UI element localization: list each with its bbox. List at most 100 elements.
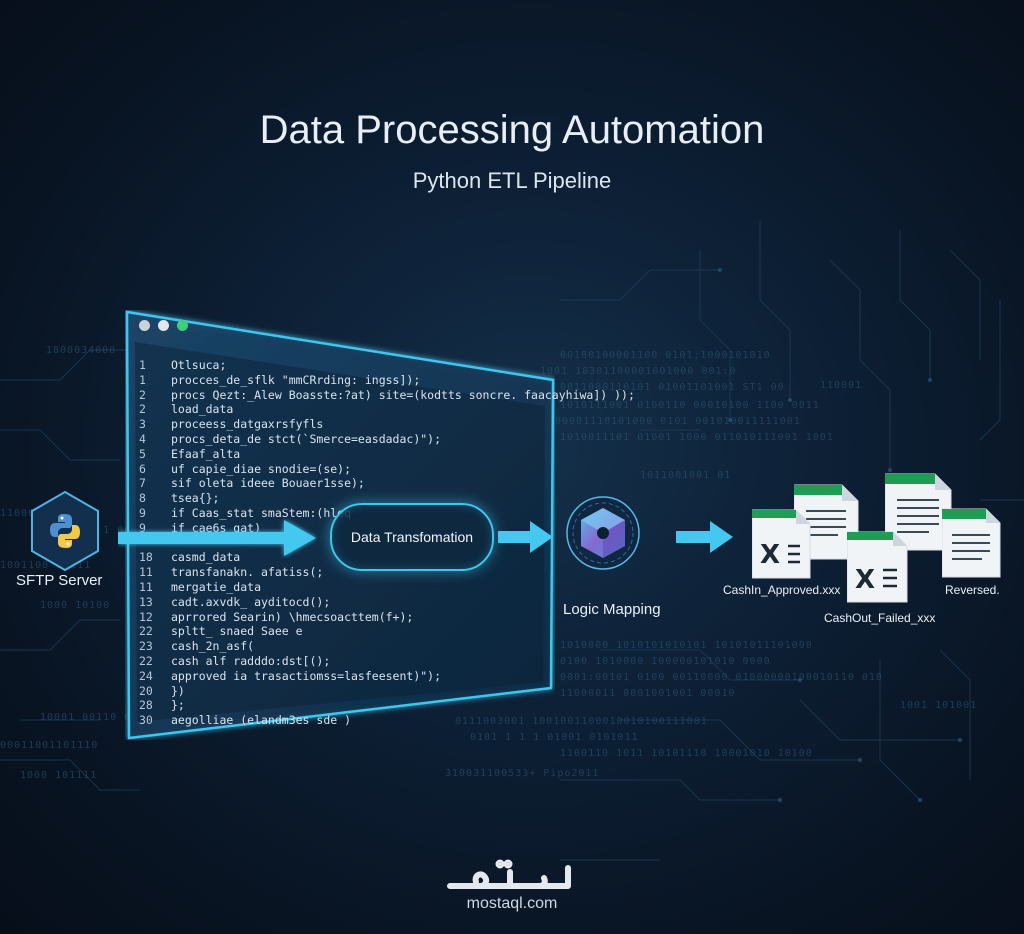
code-text: transfanakn. afatiss(; [171,565,324,580]
close-dot-icon[interactable] [139,320,150,331]
minimize-dot-icon[interactable] [158,320,169,331]
code-lines: 1 Otlsuca; 1 procces_de_sflk "mmCRrding: in… [139,358,635,728]
sftp-server-label: SFTP Server [16,572,103,589]
binary-text: 10001 00110 0101 [40,712,153,723]
line-number: 5 [139,446,146,461]
code-line: 12 aprrored Searin) \hmecsoacttem(f+); [139,610,635,625]
code-line: 1 Otlsuca; [139,358,635,373]
line-number: 3 [139,417,146,432]
code-text: Efaaf_alta [171,446,241,461]
svg-text:X: X [855,565,875,595]
code-line: 5 Efaaf_alta [139,447,635,462]
code-text: aprrored Searin) \hmecsoacttem(f+); [171,609,414,624]
code-text: procs Qezt:_Alew Boasste:?at) site=(kodt… [171,387,635,402]
code-text: casmd_data [171,550,241,565]
binary-text: 1001100 10111 [0,560,92,571]
binary-text: 1000 101111 [20,770,98,781]
code-text: procces_de_sflk "mmCRrding: ingss]); [171,372,421,387]
line-number: 9 [139,505,146,520]
binary-text: 110001 [820,380,863,391]
code-line: 6 uf capie_diae snodie=(se); [139,462,635,477]
logic-mapping-icon [566,496,640,570]
line-number: 1 [139,372,146,387]
spreadsheet-icon: X [847,531,908,603]
line-number: 1 [139,358,146,372]
logic-mapping-label: Logic Mapping [563,601,661,618]
line-number: 28 [139,698,153,713]
line-number: 23 [139,639,153,654]
binary-text: 00011001101110 [0,740,99,751]
line-number: 13 [139,594,153,609]
page-subtitle: Python ETL Pipeline [412,168,612,193]
cashin-approved-label: CashIn_Approved.xxx [723,583,841,597]
code-text: approved ia trasactiomss=lasfeesent)"); [171,668,442,683]
code-line: 22 cash alf radddo:dst[(); [139,654,635,669]
sftp-server-icon [31,490,99,572]
binary-text: 1011001001 01 [640,470,732,481]
code-line: 13 cadt.axvdk_ ayditocd(); [139,595,635,610]
code-text: tsea{}; [171,491,220,506]
code-line: 4 procs_deta_de stct(`Smerce=easdadac)"); [139,432,635,447]
code-text: cadt.axvdk_ ayditocd(); [171,594,331,609]
reversed-label: Reversed. [945,583,1000,597]
line-number: 2 [139,402,146,417]
code-line: 20 }) [139,684,635,699]
code-line: 28}; [139,698,635,713]
binary-text: 0011000110101 01001101001 ST1 00 [560,382,785,393]
line-number: 2 [139,387,146,402]
line-number: 12 [139,609,153,624]
binary-text: 00100100001100 0101:1000101010 [560,350,771,361]
line-number: 11 [139,579,153,594]
line-number: 22 [139,624,153,639]
maximize-dot-icon[interactable] [177,320,188,331]
line-number: 24 [139,668,153,683]
binary-text: 310031100533+ Pipo2011 [445,768,600,779]
binary-text: 1000 10100 [40,600,111,611]
code-line: 18 casmd_data [139,550,635,565]
code-line: 11 mergatie_data [139,580,635,595]
code-line: 9 if Caas_stat smaStem:(hleq [139,506,635,521]
page-title: Data Processing Automation [259,108,765,152]
binary-text: 1010000 1010101010101 10101011101000 [560,640,813,651]
line-number: 4 [139,431,146,446]
line-number: 11 [139,565,153,580]
binary-text: 1010111001 0100110 00010100 1100 0011 [560,400,820,411]
code-line: 7 sif oleta ideee Bouaer1sse); [139,476,635,491]
code-text: proceess_datgaxrsfyfls [171,417,324,432]
binary-text: 0001:00101 0100 00110000 010000001000101… [560,672,883,683]
binary-text: 1100110 1011 10101110 10001010 10100 [560,748,813,759]
code-text: procs_deta_de stct(`Smerce=easdadac)"); [171,431,442,446]
window-controls [139,320,188,331]
cashout-failed-label: CashOut_Failed_xxx [824,611,936,625]
code-line: 24 approved ia trasactiomss=lasfeesent)"… [139,669,635,684]
code-line: 3 proceess_datgaxrsfyfls [139,417,635,432]
binary-text: 00001110101000 0101 001010011111001 [555,416,801,427]
code-line: 23 cash_2n_asf( [139,639,635,654]
line-number: 18 [139,550,153,565]
code-text: sif oleta ideee Bouaer1sse); [171,476,365,491]
watermark-text: mostaql.com [466,895,558,912]
code-text: mergatie_data [171,579,262,594]
document-icon [942,508,1001,578]
code-text: Otlsuca; [171,358,227,372]
data-transformation-node: Data Transfomation [330,503,494,571]
binary-text: 11000011 0001001001 00010 [560,688,736,699]
binary-text: 1001 10301100001001000 001:0 [540,366,737,377]
binary-text: 1800034000 [46,345,117,356]
code-line: 9 if cae6s_gat) [139,521,635,536]
arrow-right-icon [498,521,553,553]
line-number: 6 [139,461,146,476]
binary-text: 10000011 1 001 10 [40,525,160,536]
binary-text: 0101 1 1 1 01001 0101011 [470,732,639,743]
line-number: 9 [139,520,146,535]
spreadsheet-icon: X [752,509,811,579]
code-text: }) [171,683,185,698]
code-text: uf capie_diae snodie=(se); [171,461,352,476]
binary-text: 0111003001 1001001100010010100111001 [455,716,708,727]
code-text: cash_2n_asf( [171,639,255,654]
code-text: }; [171,698,185,713]
